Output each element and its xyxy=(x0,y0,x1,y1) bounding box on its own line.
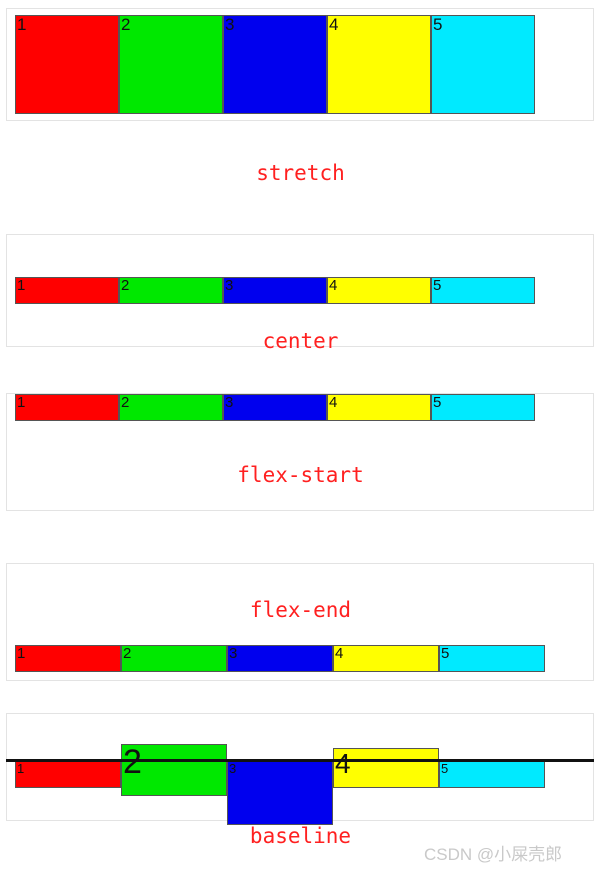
baseline-indicator-line xyxy=(6,759,594,762)
flex-item-2[interactable]: 2 xyxy=(119,277,223,304)
flex-item-2[interactable]: 2 xyxy=(119,394,223,421)
caption-flex-end: flex-end xyxy=(249,598,352,622)
flex-item-1[interactable]: 1 xyxy=(15,645,121,672)
demo-container-baseline: 1 2 3 4 5 xyxy=(6,713,594,825)
flex-item-1[interactable]: 1 xyxy=(15,394,119,421)
demo-container-flex-end: 1 2 3 4 5 xyxy=(6,563,594,681)
flex-item-1[interactable]: 1 xyxy=(15,761,121,788)
flex-item-2[interactable]: 2 xyxy=(121,645,227,672)
flex-item-2[interactable]: 2 xyxy=(121,744,227,796)
demo-container-flex-start: 1 2 3 4 5 xyxy=(6,393,594,511)
caption-center: center xyxy=(262,329,339,353)
flex-item-3[interactable]: 3 xyxy=(223,15,327,114)
caption-flex-start: flex-start xyxy=(237,463,364,487)
caption-baseline: baseline xyxy=(249,824,352,848)
flex-item-2[interactable]: 2 xyxy=(119,15,223,114)
flex-item-1[interactable]: 1 xyxy=(15,15,119,114)
flex-item-4[interactable]: 4 xyxy=(327,277,431,304)
flex-item-5[interactable]: 5 xyxy=(431,394,535,421)
watermark-text: CSDN @小屎壳郎 xyxy=(424,845,563,864)
flex-item-5[interactable]: 5 xyxy=(439,761,545,788)
flex-item-5[interactable]: 5 xyxy=(439,645,545,672)
caption-stretch: stretch xyxy=(256,161,345,185)
flex-item-5[interactable]: 5 xyxy=(431,15,535,114)
flex-item-3[interactable]: 3 xyxy=(223,394,327,421)
flex-item-1[interactable]: 1 xyxy=(15,277,119,304)
flex-item-4[interactable]: 4 xyxy=(333,748,439,788)
demo-container-center: 1 2 3 4 5 xyxy=(6,234,594,347)
flex-item-4[interactable]: 4 xyxy=(333,645,439,672)
flex-item-3[interactable]: 3 xyxy=(227,761,333,825)
flex-item-3[interactable]: 3 xyxy=(227,645,333,672)
flex-item-4[interactable]: 4 xyxy=(327,15,431,114)
flex-item-5[interactable]: 5 xyxy=(431,277,535,304)
demo-container-stretch: 1 2 3 4 5 xyxy=(6,8,594,121)
flex-item-4[interactable]: 4 xyxy=(327,394,431,421)
flex-item-3[interactable]: 3 xyxy=(223,277,327,304)
